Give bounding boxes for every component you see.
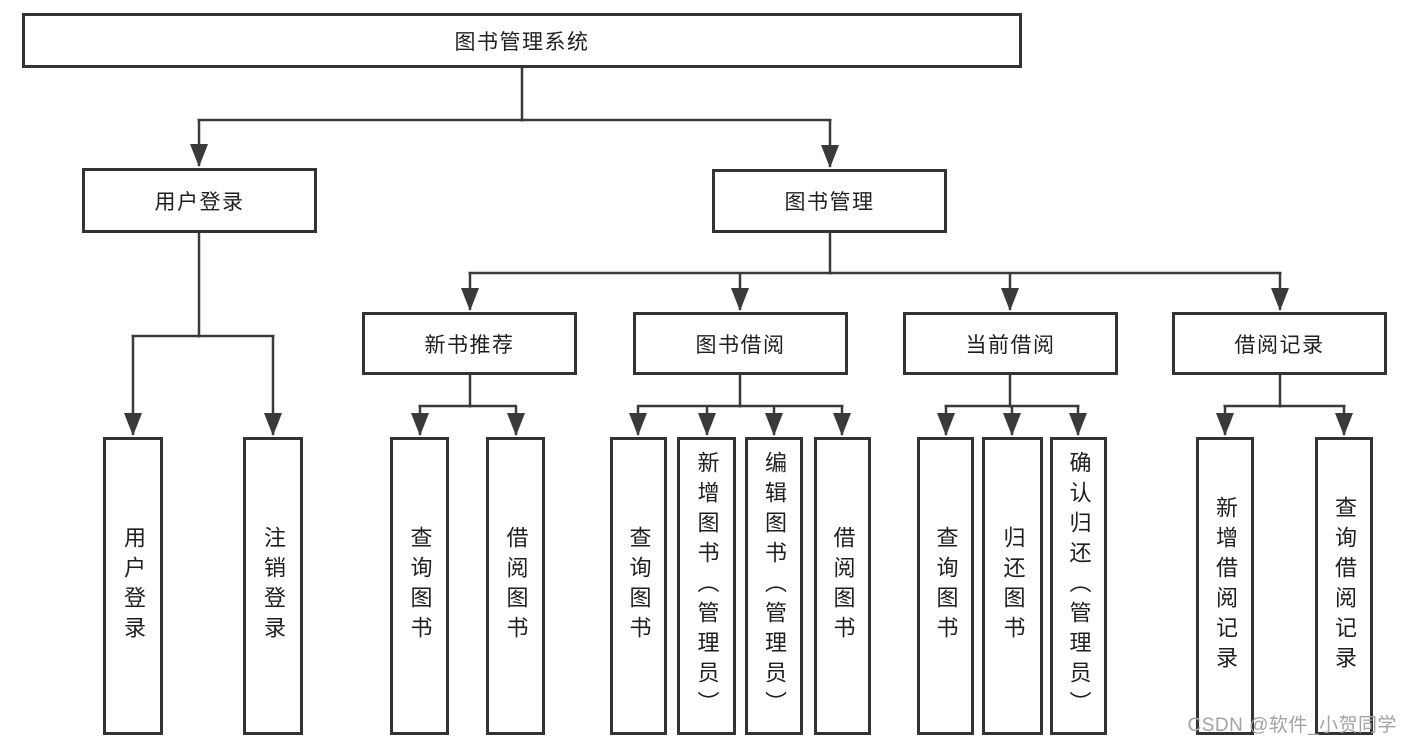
current-borrow-label: 当前借阅 xyxy=(965,333,1056,357)
leaf-query-books-current-label: 查询图书 xyxy=(933,526,959,646)
csdn-watermark: CSDN @软件_小贺同学 xyxy=(1187,715,1397,736)
node-new-book-recommend: 新书推荐 xyxy=(362,312,577,375)
leaf-add-books-admin: 新增图书（管理员） xyxy=(677,437,736,735)
borrow-records-label: 借阅记录 xyxy=(1234,333,1325,357)
leaf-query-borrow-record: 查询借阅记录 xyxy=(1315,437,1373,735)
leaf-add-books-admin-label: 新增图书（管理员） xyxy=(694,451,720,721)
new-book-recommend-label: 新书推荐 xyxy=(424,333,515,357)
leaf-logout-label: 注销登录 xyxy=(261,526,286,646)
leaf-borrow-books-recommend-label: 借阅图书 xyxy=(503,526,529,646)
leaf-user-login-label: 用户登录 xyxy=(121,526,146,646)
node-book-borrow: 图书借阅 xyxy=(633,312,848,375)
book-management-label: 图书管理 xyxy=(784,191,875,214)
leaf-borrow-books-label: 借阅图书 xyxy=(830,526,856,646)
leaf-query-books-borrow: 查询图书 xyxy=(610,437,667,735)
leaf-confirm-return-admin-label: 确认归还（管理员） xyxy=(1066,451,1092,721)
node-book-management: 图书管理 xyxy=(712,169,947,233)
leaf-return-books: 归还图书 xyxy=(982,437,1043,735)
leaf-add-borrow-record-label: 新增借阅记录 xyxy=(1213,496,1238,676)
node-current-borrow: 当前借阅 xyxy=(903,312,1118,375)
leaf-query-books-recommend-label: 查询图书 xyxy=(407,526,433,646)
user-login-label: 用户登录 xyxy=(154,190,245,214)
leaf-confirm-return-admin: 确认归还（管理员） xyxy=(1050,437,1107,735)
node-library-management-system: 图书管理系统 xyxy=(22,13,1022,68)
leaf-query-books-borrow-label: 查询图书 xyxy=(626,526,652,646)
leaf-edit-books-admin: 编辑图书（管理员） xyxy=(745,437,803,735)
leaf-add-borrow-record: 新增借阅记录 xyxy=(1196,437,1254,735)
leaf-logout: 注销登录 xyxy=(243,437,303,735)
leaf-query-books-current: 查询图书 xyxy=(917,437,974,735)
leaf-borrow-books-recommend: 借阅图书 xyxy=(486,437,545,735)
leaf-user-login: 用户登录 xyxy=(103,437,163,735)
leaf-borrow-books: 借阅图书 xyxy=(814,437,871,735)
book-borrow-label: 图书借阅 xyxy=(695,333,786,357)
node-borrow-records: 借阅记录 xyxy=(1172,312,1387,375)
leaf-return-books-label: 归还图书 xyxy=(1000,526,1026,646)
leaf-edit-books-admin-label: 编辑图书（管理员） xyxy=(762,451,787,721)
root-title-label: 图书管理系统 xyxy=(454,30,590,54)
node-user-login: 用户登录 xyxy=(82,168,317,233)
leaf-query-borrow-record-label: 查询借阅记录 xyxy=(1332,496,1357,676)
leaf-query-books-recommend: 查询图书 xyxy=(390,437,449,735)
